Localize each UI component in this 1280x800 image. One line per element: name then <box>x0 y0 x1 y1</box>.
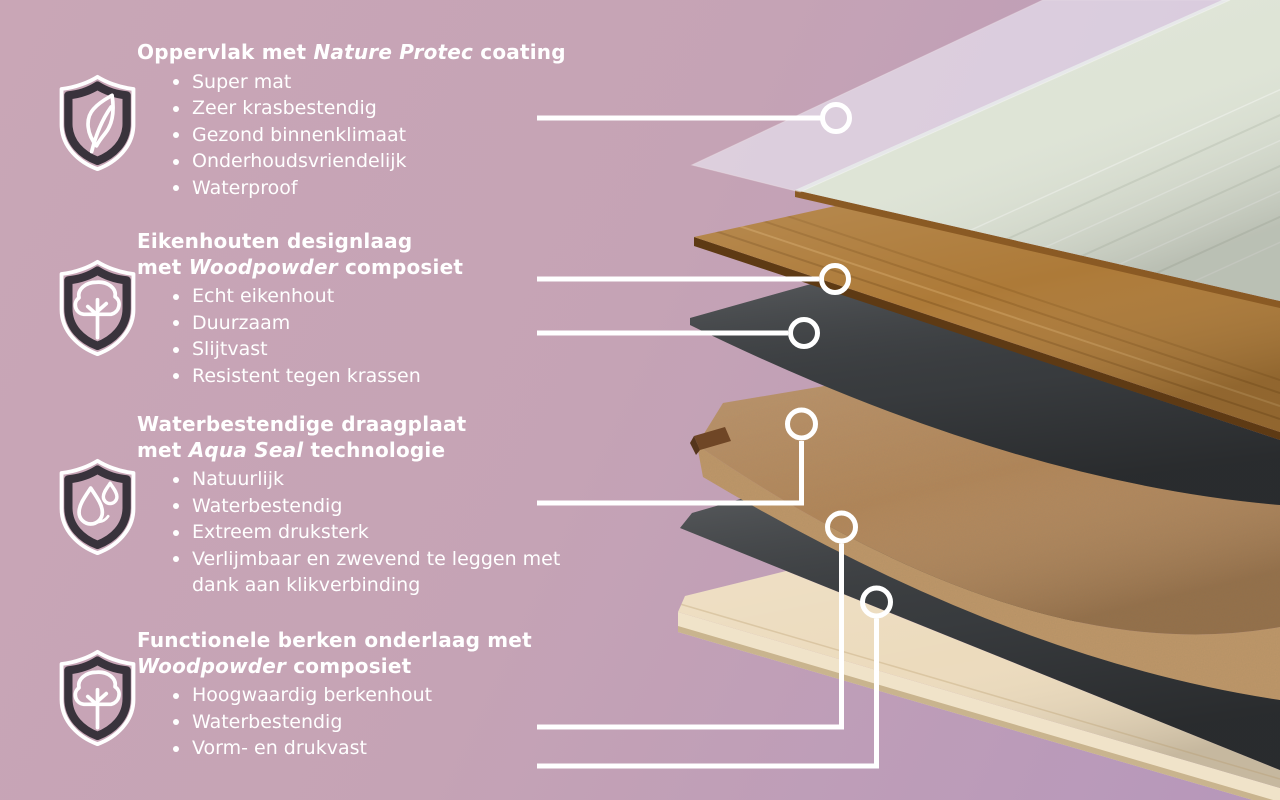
list-item: Super mat <box>137 69 571 96</box>
list-item: Waterproof <box>137 175 571 202</box>
feature-block-core-board: Waterbestendige draagplaat met Aqua Seal… <box>137 412 571 599</box>
feature-block-birch-underlay: Functionele berken onderlaag met Woodpow… <box>137 628 571 762</box>
list-item: Hoogwaardig berkenhout <box>137 682 571 709</box>
title-text: coating <box>473 40 566 64</box>
list-item: Duurzaam <box>137 310 571 337</box>
callout-line-core-board <box>537 441 804 506</box>
list-item: Zeer krasbestendig <box>137 95 571 122</box>
bullet-list: Hoogwaardig berkenhout Waterbestendig Vo… <box>137 682 571 762</box>
list-item: Slijtvast <box>137 336 571 363</box>
list-item: Waterbestendig <box>137 493 571 520</box>
list-item: Natuurlijk <box>137 466 571 493</box>
callout-line-birch <box>537 618 879 769</box>
callout-line-composite-lower <box>537 543 844 730</box>
block-title-line2: met Woodpowder composiet <box>137 254 464 279</box>
list-item: Waterbestendig <box>137 709 571 736</box>
block-title-line2: met Aqua Seal technologie <box>137 437 446 462</box>
list-item: Onderhoudsvriendelijk <box>137 148 571 175</box>
shield-leaf-icon <box>52 72 143 173</box>
list-item: Verlijmbaar en zwevend te leggen met dan… <box>137 546 571 599</box>
shield-water-drops-icon <box>52 456 143 557</box>
callout-dot-oak-veneer <box>819 263 851 295</box>
block-title: Eikenhouten designlaag <box>137 229 413 253</box>
list-item: Echt eikenhout <box>137 283 571 310</box>
list-item: Gezond binnenklimaat <box>137 122 571 149</box>
title-brand: Nature Protec <box>313 40 474 64</box>
bullet-list: Super mat Zeer krasbestendig Gezond binn… <box>137 69 571 202</box>
block-title-line2: Woodpowder composiet <box>137 653 412 678</box>
shield-tree-icon <box>52 647 143 748</box>
callout-dot-coating <box>820 102 852 134</box>
bullet-list: Echt eikenhout Duurzaam Slijtvast Resist… <box>137 283 571 389</box>
callout-lines <box>537 102 893 769</box>
bullet-list: Natuurlijk Waterbestendig Extreem drukst… <box>137 466 571 599</box>
callout-dot-core-board <box>785 407 818 441</box>
callout-dot-birch <box>860 585 893 619</box>
block-title: Oppervlak met Nature Protec coating <box>137 40 571 66</box>
layer-birch-underlay <box>678 571 1280 800</box>
list-item: Resistent tegen krassen <box>137 363 571 390</box>
list-item: Extreem druksterk <box>137 519 571 546</box>
list-item: Vorm- en drukvast <box>137 735 571 762</box>
block-title: Functionele berken onderlaag met <box>137 628 532 652</box>
shield-tree-icon <box>52 257 143 358</box>
title-text: Oppervlak met <box>137 40 314 64</box>
block-title: Waterbestendige draagplaat <box>137 412 467 436</box>
callout-dot-composite-upper <box>788 317 820 349</box>
feature-block-coating: Oppervlak met Nature Protec coating Supe… <box>137 40 571 201</box>
feature-block-oak-design: Eikenhouten designlaag met Woodpowder co… <box>137 229 571 389</box>
callout-dot-composite-lower <box>825 510 858 544</box>
